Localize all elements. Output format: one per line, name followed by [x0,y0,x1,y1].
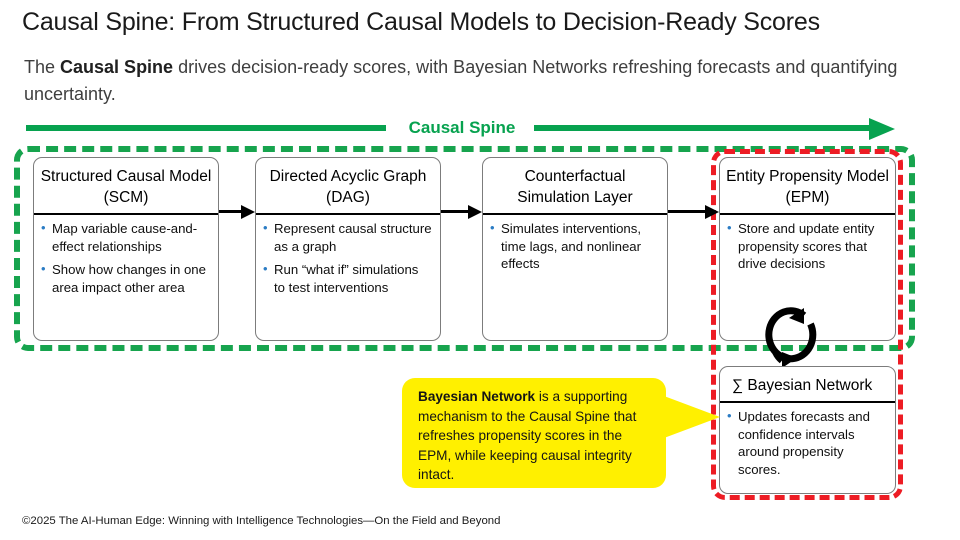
stage-bullets-counterfactual: Simulates interventions, time lags, and … [490,219,660,273]
list-item: Updates forecasts and confidence interva… [727,407,888,478]
causal-spine-banner: Causal Spine [26,116,916,142]
list-item: Map variable cause-and-effect relationsh… [41,219,211,255]
bayesian-network-card[interactable]: ∑ Bayesian Network Updates forecasts and… [719,366,896,494]
list-item: Run “what if” simulations to test interv… [263,260,433,296]
connector-arrow-scm-to-dag [219,205,255,219]
connector-shaft [441,210,468,213]
stage-title-epm: Entity Propensity Model (EPM) [720,158,895,215]
callout-text: is a supporting mechanism to the Causal … [418,389,637,483]
connector-arrow-counterfactual-to-epm [668,205,719,219]
connector-shaft [668,210,705,213]
page-subtitle: The Causal Spine drives decision-ready s… [24,54,929,108]
stage-body-dag: Represent causal structure as a graph Ru… [256,215,440,307]
stage-card-scm[interactable]: Structured Causal Model (SCM) Map variab… [33,157,219,341]
stage-body-counterfactual: Simulates interventions, time lags, and … [483,215,667,284]
footer-copyright: ©2025 The AI-Human Edge: Winning with In… [22,515,501,527]
stage-bullets-scm: Map variable cause-and-effect relationsh… [41,219,211,296]
list-item: Simulates interventions, time lags, and … [490,219,660,273]
bayesian-network-callout: Bayesian Network is a supporting mechani… [402,378,666,488]
list-item: Store and update entity propensity score… [727,219,888,273]
callout-emphasis: Bayesian Network [418,389,536,404]
page-title: Causal Spine: From Structured Causal Mod… [22,8,820,36]
stage-title-scm: Structured Causal Model (SCM) [34,158,218,215]
stage-card-epm[interactable]: Entity Propensity Model (EPM) Store and … [719,157,896,341]
bayesian-network-bullets: Updates forecasts and confidence interva… [727,407,888,478]
bayesian-network-title: ∑ Bayesian Network [720,367,895,403]
arrowhead-icon [468,205,482,219]
arrowhead-icon [241,205,255,219]
stage-body-epm: Store and update entity propensity score… [720,215,895,284]
callout-tail-icon [664,396,720,438]
arrowhead-icon [705,205,719,219]
bayesian-highlight-region-outline [711,149,903,500]
list-item: Represent causal structure as a graph [263,219,433,255]
stage-body-scm: Map variable cause-and-effect relationsh… [34,215,218,307]
subtitle-emphasis: Causal Spine [60,57,174,77]
refresh-cycle-icon [764,307,822,369]
spine-label: Causal Spine [408,118,516,137]
causal-spine-region-outline [14,146,915,351]
subtitle-prefix: The [24,57,61,77]
connector-arrow-dag-to-counterfactual [441,205,482,219]
list-item: Show how changes in one area impact othe… [41,260,211,296]
subtitle-rest: drives decision-ready scores, with Bayes… [24,57,898,104]
spine-line-right [534,125,874,131]
connector-shaft [219,210,241,213]
stage-bullets-epm: Store and update entity propensity score… [727,219,888,273]
stage-card-counterfactual[interactable]: Counterfactual Simulation Layer Simulate… [482,157,668,341]
stage-card-dag[interactable]: Directed Acyclic Graph (DAG) Represent c… [255,157,441,341]
stage-bullets-dag: Represent causal structure as a graph Ru… [263,219,433,296]
stage-title-dag: Directed Acyclic Graph (DAG) [256,158,440,215]
spine-line-left [26,125,386,131]
bayesian-network-body: Updates forecasts and confidence interva… [720,403,895,489]
spine-arrowhead-icon [869,118,895,140]
stage-title-counterfactual: Counterfactual Simulation Layer [483,158,667,215]
